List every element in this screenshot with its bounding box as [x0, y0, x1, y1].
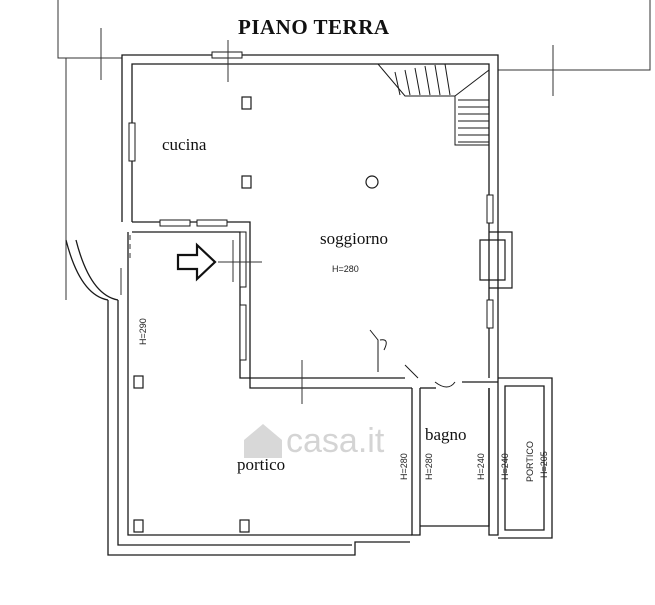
room-label-bagno: bagno — [425, 425, 467, 444]
windows — [128, 51, 494, 361]
porch-upper-label: PORTICO — [525, 441, 535, 482]
entrance-arrow-icon — [176, 242, 217, 282]
grid-marks — [100, 28, 554, 404]
height-porch-left: H=240 — [500, 453, 510, 480]
height-bagno-right: H=240 — [476, 453, 486, 480]
room-label-cucina: cucina — [162, 135, 207, 154]
plan-title: PIANO TERRA — [238, 15, 390, 39]
watermark: casa.it — [244, 422, 385, 460]
house-logo-icon — [244, 424, 282, 458]
height-left: H=290 — [138, 318, 148, 345]
stairs — [377, 63, 490, 146]
fireplace — [479, 231, 513, 289]
room-label-soggiorno: soggiorno — [320, 229, 388, 248]
columns — [133, 96, 379, 533]
doors — [369, 329, 456, 388]
room-label-portico: portico — [237, 455, 285, 474]
height-bagno-left: H=280 — [424, 453, 434, 480]
height-porch-right: H=205 — [539, 451, 549, 478]
soggiorno-height: H=280 — [332, 264, 359, 274]
watermark-text: casa.it — [286, 422, 385, 460]
height-portico-right: H=280 — [399, 453, 409, 480]
interior-walls — [132, 221, 553, 539]
